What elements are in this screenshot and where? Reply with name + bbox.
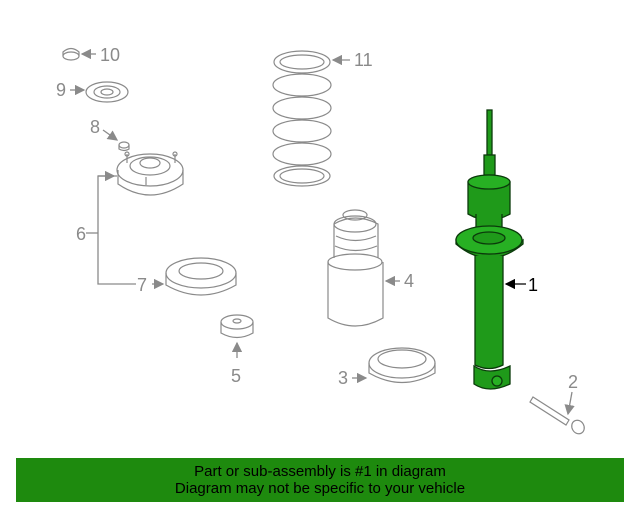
banner-background (16, 458, 624, 502)
bracket-6 (97, 175, 136, 285)
callout-7[interactable]: 7 (137, 275, 147, 295)
info-banner: Part or sub-assembly is #1 in diagram Di… (16, 458, 624, 502)
part-9-washer[interactable] (85, 81, 129, 103)
callout-3[interactable]: 3 (338, 368, 348, 388)
callout-1[interactable]: 1 (528, 275, 538, 295)
callout-4[interactable]: 4 (404, 271, 414, 291)
part-8-nut[interactable] (118, 141, 130, 152)
part-1-shock-absorber[interactable] (455, 109, 524, 390)
part-11-coil-spring[interactable] (272, 50, 332, 187)
banner-line-1: Part or sub-assembly is #1 in diagram (194, 463, 446, 480)
part-4-dust-boot[interactable] (327, 209, 384, 327)
callout-8[interactable]: 8 (90, 117, 100, 137)
part-10-cap[interactable] (62, 47, 80, 61)
part-2-bolt[interactable] (529, 396, 587, 436)
part-7-spring-seat[interactable] (165, 257, 237, 296)
leader-2 (564, 391, 575, 416)
part-6-upper-mount[interactable] (116, 151, 184, 196)
leader-8 (102, 129, 119, 141)
part-5-bump-pad[interactable] (220, 314, 254, 339)
callout-2[interactable]: 2 (568, 372, 578, 392)
part-3-lower-seat[interactable] (368, 347, 436, 383)
callout-6[interactable]: 6 (76, 224, 86, 244)
callout-11[interactable]: 11 (354, 50, 373, 70)
banner-line-2: Diagram may not be specific to your vehi… (174, 480, 466, 497)
callout-9[interactable]: 9 (56, 80, 66, 100)
callout-5[interactable]: 5 (231, 366, 241, 386)
callout-10[interactable]: 10 (100, 45, 120, 65)
